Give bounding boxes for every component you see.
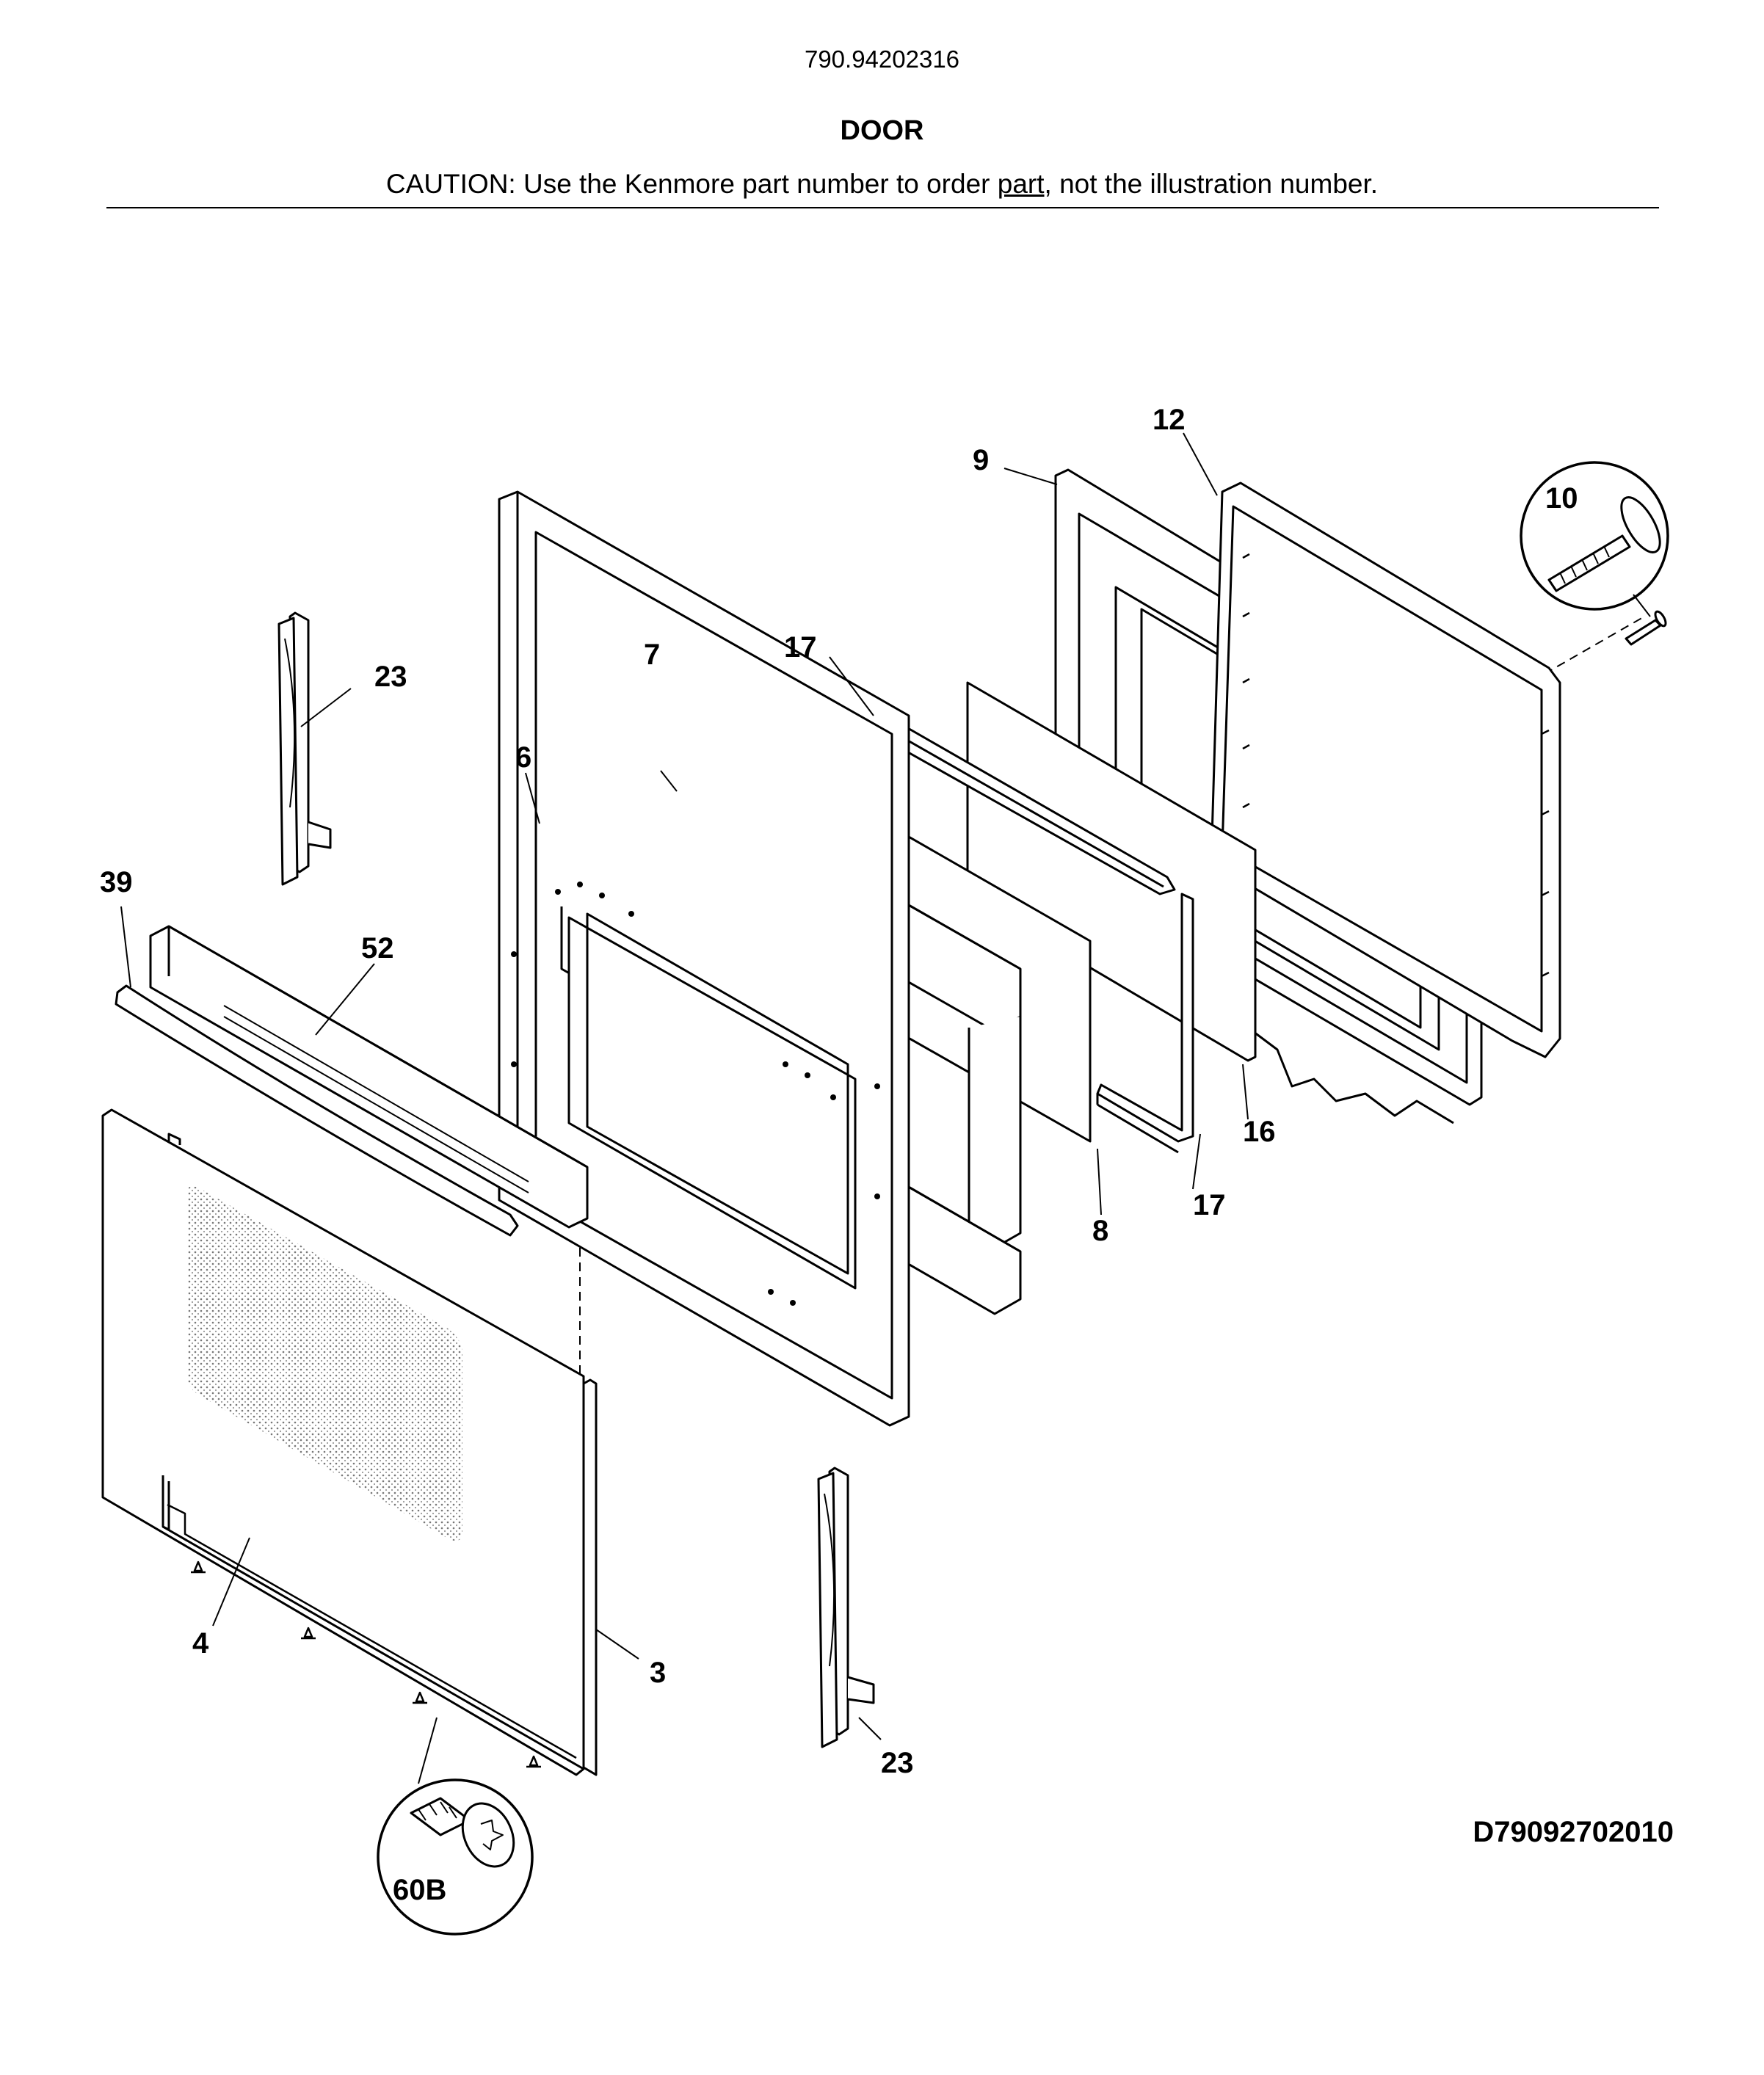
part-52-handle-bracket [149, 925, 589, 1229]
diagram-code: D79092702010 [1473, 1816, 1674, 1848]
section-title: DOOR [840, 115, 924, 146]
callout-60b: 60B [393, 1874, 446, 1906]
part-60b-screw-detail [377, 1717, 534, 1936]
callout-17-bottom: 17 [1193, 1189, 1226, 1221]
callout-6: 6 [515, 741, 531, 774]
part-23-hinge-upper [277, 611, 332, 886]
callout-8: 8 [1092, 1215, 1108, 1247]
part-6-door-frame [498, 490, 910, 1427]
model-number: 790.94202316 [804, 46, 960, 73]
callout-16: 16 [1243, 1116, 1276, 1148]
bottom-screws [191, 1560, 541, 1768]
header-divider [106, 207, 1659, 208]
caution-suffix: , not the illustration number. [1044, 169, 1379, 199]
callout-4: 4 [192, 1627, 209, 1660]
callout-7: 7 [644, 639, 660, 671]
part-17-glass-retainer-bottom [1096, 893, 1194, 1154]
callout-12: 12 [1153, 404, 1186, 436]
part-12-door-seal [1210, 481, 1561, 1058]
caution-prefix: CAUTION: Use the Kenmore part number to … [385, 169, 998, 199]
part-10-screw-detail [1520, 461, 1669, 646]
part-39-handle [115, 984, 519, 1237]
callout-23-upper: 23 [374, 661, 407, 693]
callout-9: 9 [973, 444, 989, 476]
callout-10: 10 [1545, 482, 1578, 515]
leader-lines [120, 432, 1249, 1740]
callout-17-top: 17 [784, 631, 817, 664]
callout-3: 3 [650, 1657, 666, 1689]
part-4-lower-trim [167, 1503, 577, 1759]
callout-23-lower: 23 [881, 1747, 914, 1779]
outer-door-window-stipple [187, 1186, 462, 1541]
caution-note: CAUTION: Use the Kenmore part number to … [0, 169, 1764, 200]
callout-52: 52 [361, 932, 394, 964]
caution-part-link: part [997, 169, 1045, 199]
callout-39: 39 [100, 866, 133, 898]
part-23-hinge-lower [817, 1467, 875, 1748]
callout-labels: 12 9 10 17 7 23 6 39 52 16 17 8 4 3 23 6… [100, 404, 1578, 1906]
part-3-outer-door [101, 1108, 598, 1776]
